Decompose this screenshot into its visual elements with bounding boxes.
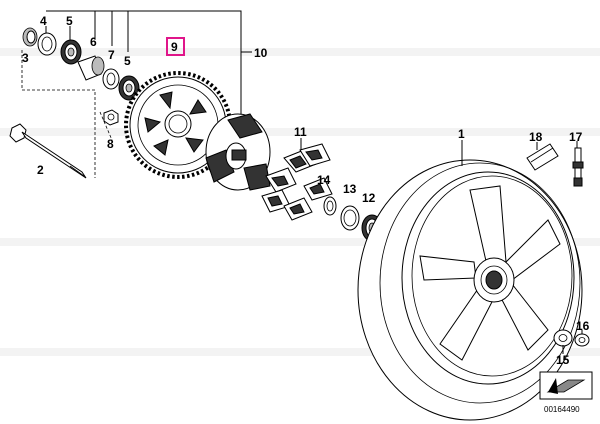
callout-1: 1 xyxy=(458,127,465,141)
part-4-ring xyxy=(37,32,57,56)
callout-7: 7 xyxy=(108,48,115,62)
part-9-sprocket xyxy=(124,71,232,179)
part-7-ring xyxy=(102,68,120,90)
callout-17: 17 xyxy=(569,130,583,144)
callout-11: 11 xyxy=(294,125,307,139)
drawing-number: 00164490 xyxy=(544,405,580,414)
callout-2: 2 xyxy=(37,163,44,177)
part-6-sleeve xyxy=(77,55,105,81)
part-18-balance-weight xyxy=(526,143,559,171)
callout-9: 9 xyxy=(171,40,178,54)
callout-4: 4 xyxy=(40,14,47,28)
part-8-nut xyxy=(103,109,119,126)
callout-16: 16 xyxy=(576,319,590,333)
part-14-ring xyxy=(323,196,337,216)
dashed-guide-bolt xyxy=(21,50,96,178)
dashed-guide-nut xyxy=(99,111,113,141)
callout-10: 10 xyxy=(254,46,268,60)
callout-14: 14 xyxy=(317,173,331,187)
bracket-line-10 xyxy=(46,10,242,122)
part-2-axle-bolt xyxy=(9,123,87,179)
direction-symbol-box xyxy=(539,371,593,400)
part-13-ring xyxy=(340,205,360,231)
part-15-nut xyxy=(553,329,573,347)
part-1-rear-wheel xyxy=(357,159,583,421)
part-5-bearing-right xyxy=(118,75,140,101)
watermark xyxy=(0,48,600,356)
callout-8: 8 xyxy=(107,137,114,151)
callout-15: 15 xyxy=(556,353,570,367)
part-16-ring xyxy=(574,333,590,347)
part-11-dampers xyxy=(261,143,333,221)
callout-13: 13 xyxy=(343,182,357,196)
part-17-valve xyxy=(572,147,584,187)
callout-5a: 5 xyxy=(66,14,73,28)
part-3-seal xyxy=(22,27,38,47)
callout-12: 12 xyxy=(362,191,376,205)
part-10-sprocket-carrier xyxy=(205,113,271,191)
callout-3: 3 xyxy=(22,51,29,65)
highlight-box-9 xyxy=(166,37,185,56)
part-5-bearing-left xyxy=(60,39,82,65)
callout-18: 18 xyxy=(529,130,543,144)
callout-6: 6 xyxy=(90,35,97,49)
callout-5b: 5 xyxy=(124,54,131,68)
